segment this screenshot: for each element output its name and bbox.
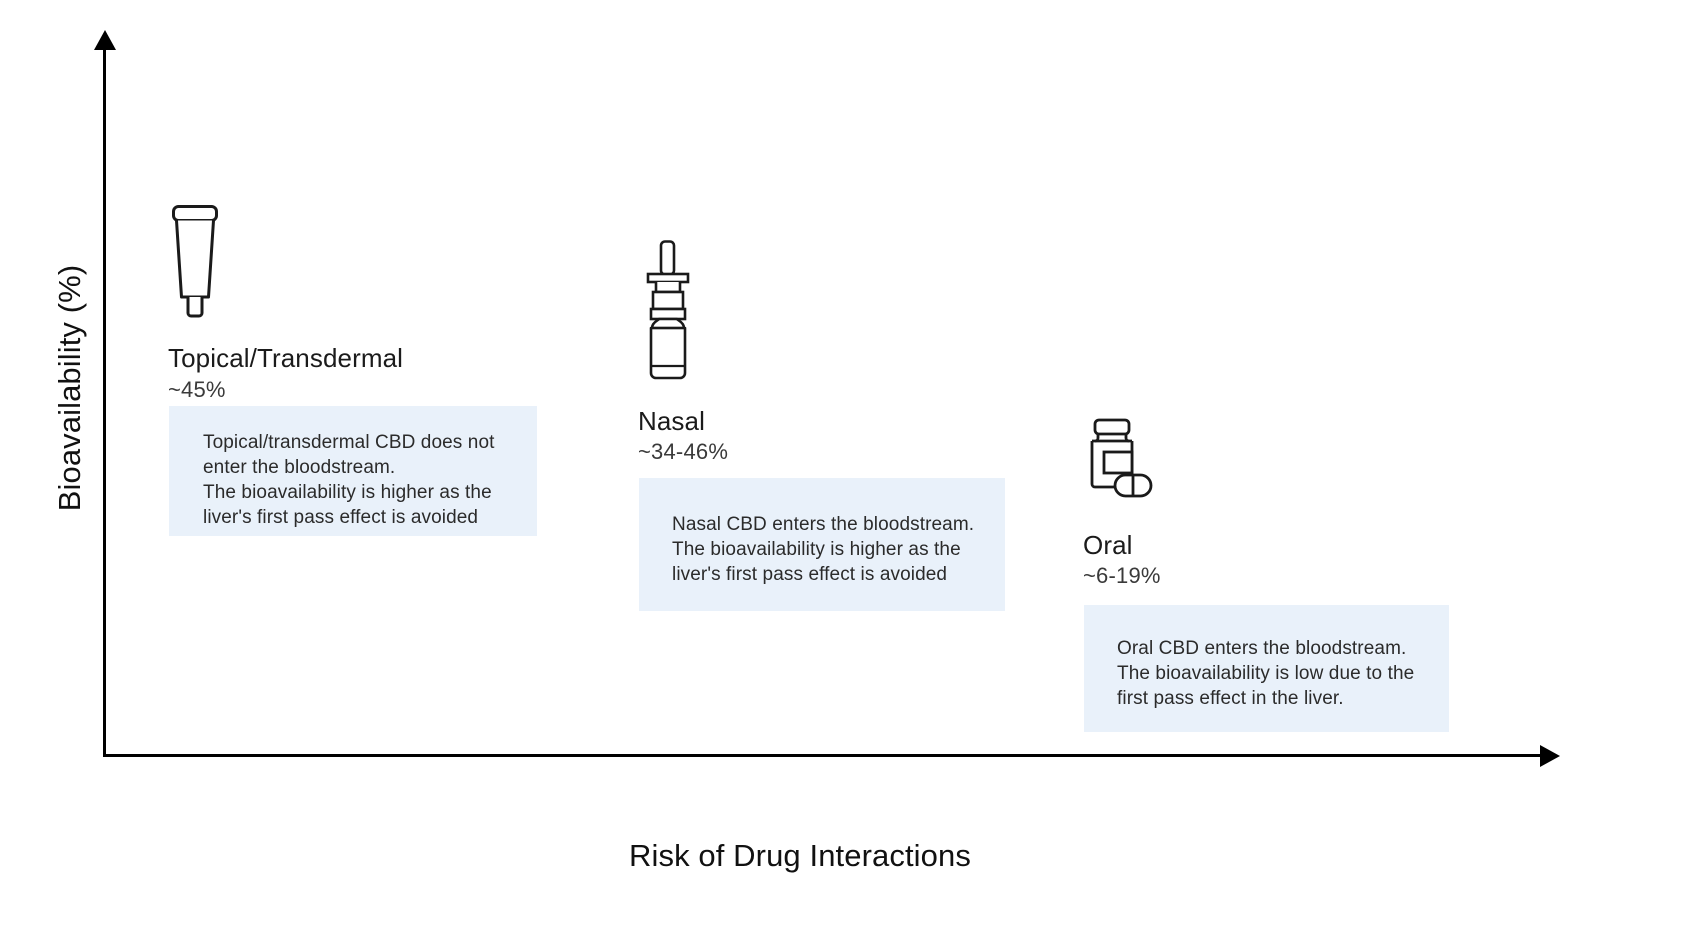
y-axis-arrow-icon <box>94 30 116 50</box>
note-box-oral <box>1084 605 1449 732</box>
route-title-oral: Oral <box>1083 530 1133 560</box>
nasal-spray-icon <box>640 240 696 382</box>
route-value-oral: ~6-19% <box>1083 563 1161 588</box>
pill-bottle-icon <box>1084 418 1157 510</box>
route-value-topical: ~45% <box>168 377 226 402</box>
note-box-topical <box>169 406 537 536</box>
x-axis-line <box>103 754 1546 757</box>
route-title-nasal: Nasal <box>638 406 705 436</box>
route-value-nasal: ~34-46% <box>638 439 729 464</box>
note-text-topical: Topical/transdermal CBD does not enter t… <box>203 432 495 528</box>
x-axis-arrow-icon <box>1540 745 1560 767</box>
x-axis-label: Risk of Drug Interactions <box>629 838 971 873</box>
y-axis-label: Bioavailability (%) <box>52 264 87 512</box>
note-box-nasal <box>639 478 1005 611</box>
note-text-oral: Oral CBD enters the bloodstream. The bio… <box>1117 638 1415 709</box>
y-axis-line <box>103 48 106 756</box>
note-text-nasal: Nasal CBD enters the bloodstream. The bi… <box>672 514 975 585</box>
cream-tube-icon <box>165 205 225 320</box>
route-title-topical: Topical/Transdermal <box>168 343 404 373</box>
